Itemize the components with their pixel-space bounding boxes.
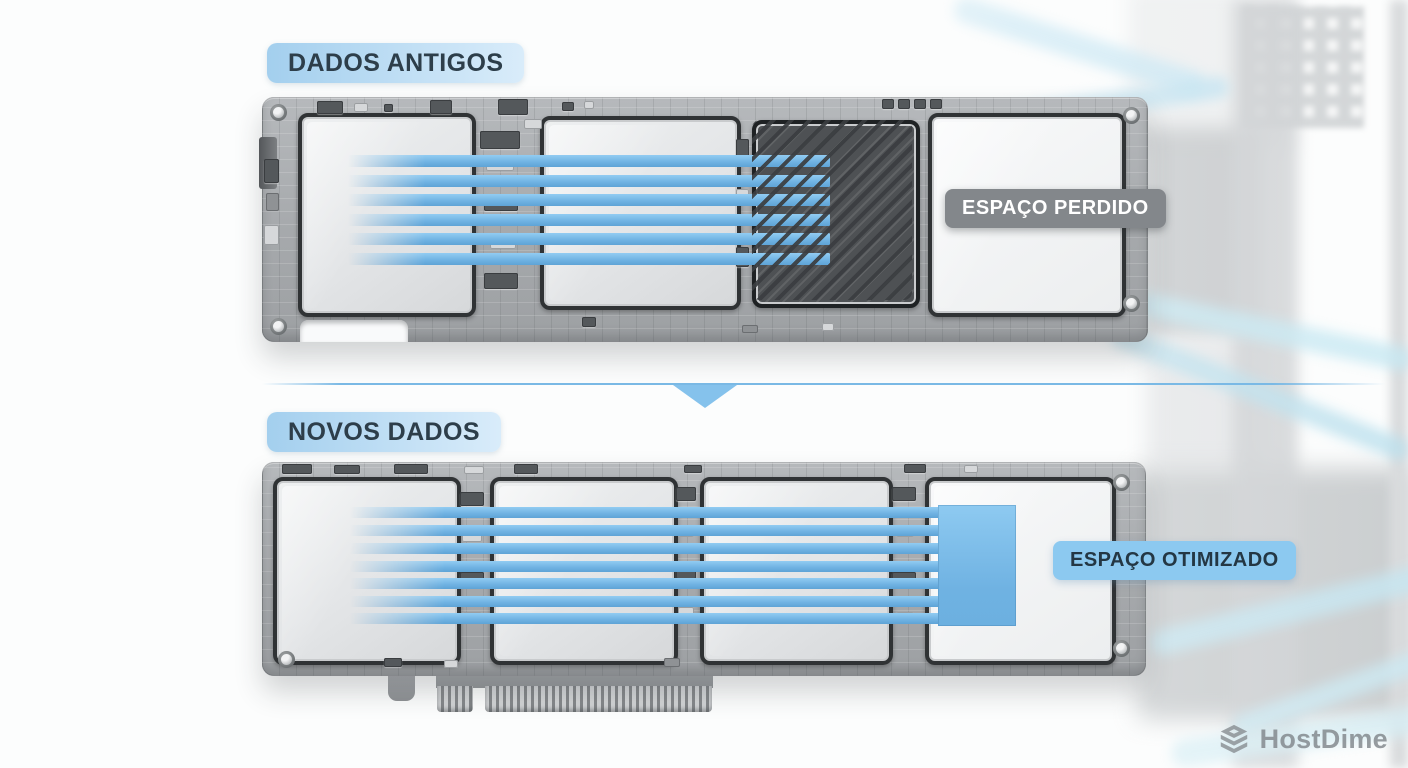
- smd-component: [317, 101, 343, 114]
- mounting-notch: [300, 320, 408, 342]
- smd-component: [264, 159, 279, 183]
- smd-component: [460, 492, 484, 506]
- smd-component: [664, 658, 680, 667]
- data-stripe: [350, 596, 940, 607]
- smd-component: [736, 139, 749, 159]
- smd-component: [930, 99, 942, 109]
- optimized-data-block: [938, 505, 1016, 626]
- smd-component: [484, 273, 518, 289]
- hostdime-logo: HostDime: [1217, 722, 1388, 756]
- down-arrow-icon: [673, 385, 737, 408]
- pcb-bottom-tab: [388, 674, 415, 701]
- optimized-space-callout: ESPAÇO OTIMIZADO: [1053, 541, 1296, 580]
- logo-text: HostDime: [1259, 723, 1388, 754]
- memory-chip-2: [540, 116, 741, 310]
- data-stripe: [350, 613, 940, 624]
- pcie-gold-fingers: [437, 686, 473, 712]
- smd-component: [882, 99, 894, 109]
- screw-hole: [1113, 640, 1130, 657]
- smd-component: [524, 119, 542, 129]
- smd-component: [684, 465, 702, 473]
- smd-component: [282, 464, 312, 474]
- data-stripe: [348, 175, 830, 187]
- screw-hole: [278, 651, 295, 668]
- data-stripe: [348, 214, 830, 226]
- smd-component: [898, 99, 910, 109]
- data-stripe: [350, 525, 940, 536]
- smd-component: [904, 464, 926, 473]
- screw-hole: [270, 104, 287, 121]
- smd-component: [444, 660, 458, 668]
- smd-component: [384, 104, 393, 112]
- smd-component: [584, 101, 594, 109]
- screw-hole: [1123, 295, 1140, 312]
- smd-component: [264, 225, 279, 245]
- smd-component: [676, 487, 696, 501]
- old-data-stripes: [348, 97, 830, 342]
- old-data-label: DADOS ANTIGOS: [267, 43, 525, 83]
- new-data-label: NOVOS DADOS: [267, 412, 501, 452]
- smd-component: [354, 103, 368, 112]
- lost-space-hatch: [752, 120, 912, 300]
- new-data-stripes: [350, 462, 940, 676]
- pcie-connector-base: [436, 672, 713, 688]
- smd-component: [742, 325, 758, 333]
- smd-component: [480, 131, 520, 149]
- smd-component: [892, 487, 916, 501]
- smd-component: [822, 323, 834, 331]
- smd-component: [964, 465, 978, 473]
- data-stripe: [348, 233, 830, 245]
- smd-component: [582, 317, 596, 327]
- smd-component: [562, 102, 574, 111]
- pcie-gold-fingers: [485, 686, 712, 712]
- smd-component: [384, 658, 402, 667]
- smd-component: [514, 464, 538, 474]
- new-ssd-board: [262, 462, 1146, 676]
- screw-hole: [1113, 474, 1130, 491]
- smd-component: [914, 99, 926, 109]
- screw-hole: [1123, 107, 1140, 124]
- lost-space-callout: ESPAÇO PERDIDO: [945, 189, 1166, 228]
- data-stripe: [348, 253, 830, 265]
- data-stripe: [350, 561, 940, 572]
- data-stripe: [350, 543, 940, 554]
- data-stripe: [348, 194, 830, 206]
- divider-line: [262, 383, 1385, 385]
- smd-component: [430, 100, 452, 114]
- smd-component: [498, 99, 528, 115]
- screw-hole: [270, 318, 287, 335]
- data-stripe: [348, 155, 830, 167]
- smd-component: [334, 465, 360, 474]
- stacked-layers-icon: [1220, 724, 1247, 754]
- smd-component: [464, 466, 484, 474]
- smd-component: [266, 193, 279, 211]
- data-stripe: [350, 507, 940, 518]
- data-stripe: [350, 578, 940, 589]
- smd-component: [394, 464, 428, 474]
- smd-component: [462, 532, 482, 542]
